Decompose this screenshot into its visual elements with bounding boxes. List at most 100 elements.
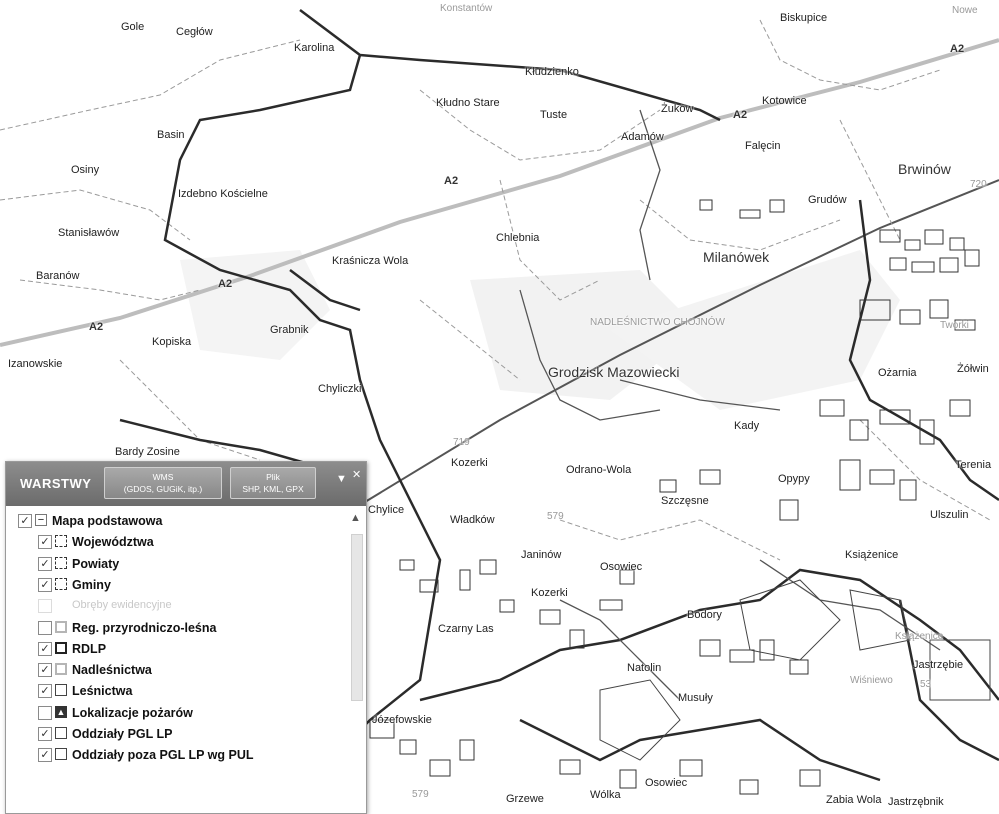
place-label: Żółwin <box>957 363 989 375</box>
layer-checkbox[interactable]: ✓ <box>38 556 52 571</box>
place-label: Biskupice <box>780 12 828 24</box>
place-label: Baranów <box>36 270 80 282</box>
dashed-border-icon <box>55 535 67 548</box>
layer-checkbox[interactable] <box>38 620 52 635</box>
layers-panel[interactable]: WARSTWY WMS (GDOS, GUGiK, itp.) Plik SHP… <box>5 461 367 814</box>
place-label: 53 <box>920 679 932 690</box>
layer-row[interactable]: ✓ Powiaty <box>6 555 336 575</box>
layer-row[interactable]: Obręby ewidencyjne <box>6 597 336 617</box>
dashed-border-icon <box>55 556 67 569</box>
place-label: Jastrzębnik <box>888 796 944 808</box>
place-label: Ulszulin <box>930 509 969 521</box>
layer-checkbox[interactable]: ✓ <box>38 535 52 550</box>
close-icon[interactable]: ✕ <box>352 469 362 481</box>
fire-icon: ▲ <box>55 705 67 718</box>
place-label: Izanowskie <box>8 358 63 370</box>
place-label: Falęcin <box>745 140 781 152</box>
place-label: Nowe <box>952 5 978 16</box>
place-label: Grodzisk Mazowiecki <box>548 364 680 380</box>
place-label: Kotowice <box>762 95 807 107</box>
layer-label: Mapa podstawowa <box>52 514 163 528</box>
dashed-border-icon <box>55 577 67 590</box>
layer-row[interactable]: ✓ RDLP <box>6 640 336 660</box>
layer-list-scrollbar[interactable]: ▲ <box>348 512 364 812</box>
scroll-thumb[interactable] <box>351 534 363 701</box>
layer-checkbox[interactable]: ✓ <box>38 684 52 699</box>
add-wms-button-label: WMS <box>152 472 174 482</box>
place-label: Wiśniewo <box>850 675 893 686</box>
triangle-down-icon[interactable]: ▼ <box>336 473 347 485</box>
thin-border-icon <box>55 748 67 761</box>
place-label: Grabnik <box>270 324 309 336</box>
layer-row[interactable]: ✓ Województwa <box>6 533 336 553</box>
layer-label: Leśnictwa <box>72 684 133 699</box>
layer-checkbox[interactable] <box>38 705 52 720</box>
place-label: Chlebnia <box>496 232 540 244</box>
layer-checkbox[interactable]: ✓ <box>38 727 52 741</box>
add-wms-button[interactable]: WMS (GDOS, GUGiK, itp.) <box>104 467 222 499</box>
place-label: A2 <box>733 109 748 121</box>
scroll-up-icon[interactable]: ▲ <box>350 512 361 524</box>
place-label: 579 <box>412 789 429 800</box>
tree-collapse-icon[interactable]: − <box>35 514 47 526</box>
place-label: Książenice <box>895 631 944 642</box>
layer-checkbox[interactable]: ✓ <box>38 748 52 763</box>
place-label: Jastrzębie <box>913 659 964 671</box>
add-file-button[interactable]: Plik SHP, KML, GPX <box>230 467 316 499</box>
layer-row[interactable]: ✓−Mapa podstawowa <box>6 512 336 532</box>
place-label: Wólka <box>590 789 621 801</box>
place-label: Józefowskie <box>372 714 432 726</box>
place-label: Zabia Wola <box>826 794 882 806</box>
place-label: Żuków <box>661 103 694 115</box>
place-label: Kopiska <box>152 336 192 348</box>
thin-border-icon <box>55 684 67 697</box>
place-label: Bodory <box>687 609 722 621</box>
place-label: Władków <box>450 514 495 526</box>
add-file-button-sublabel: SHP, KML, GPX <box>242 484 304 494</box>
layer-label: Województwa <box>72 535 154 550</box>
place-label: 579 <box>547 511 564 522</box>
place-label: A2 <box>950 43 965 55</box>
place-label: Kady <box>734 420 760 432</box>
place-label: Bardy Zosine <box>115 446 180 458</box>
place-label: Osiny <box>71 164 100 176</box>
layer-checkbox[interactable]: ✓ <box>38 641 52 656</box>
layer-checkbox[interactable] <box>38 599 52 614</box>
thin-border-icon <box>55 727 67 739</box>
thick-border-icon <box>55 641 67 654</box>
place-label: Izdebno Kościelne <box>178 188 268 200</box>
layer-checkbox[interactable]: ✓ <box>18 514 32 528</box>
layer-checkbox[interactable]: ✓ <box>38 577 52 592</box>
place-label: Kozerki <box>451 457 488 469</box>
place-label: Natolin <box>627 662 662 674</box>
empty-symbol-icon <box>55 599 67 611</box>
place-label: Brwinów <box>898 161 951 177</box>
place-label: Kraśnicza Wola <box>332 255 409 267</box>
layer-row[interactable]: Reg. przyrodniczo-leśna <box>6 619 336 639</box>
layer-checkbox[interactable]: ✓ <box>38 663 52 678</box>
place-label: Kłudzienko <box>525 66 579 78</box>
place-label: Grzewe <box>506 793 544 805</box>
layer-row[interactable]: ✓Gminy <box>6 576 336 596</box>
layer-label: Powiaty <box>72 556 120 571</box>
place-label: 719 <box>453 437 470 448</box>
place-label: Osowiec <box>645 777 688 789</box>
layer-label: Lokalizacje pożarów <box>72 705 193 720</box>
place-label: Cegłów <box>176 26 213 38</box>
place-label: Czarny Las <box>438 623 494 635</box>
place-label: Kozerki <box>531 587 568 599</box>
place-label: NADLEŚNICTWO CHOJNÓW <box>590 317 725 328</box>
layer-row[interactable]: ✓ Nadleśnictwa <box>6 661 336 681</box>
layer-row[interactable]: ✓Oddziały poza PGL LP wg PUL <box>6 746 336 766</box>
grey-border-icon <box>55 620 67 633</box>
layer-row[interactable]: ▲ Lokalizacje pożarów <box>6 704 336 724</box>
grey-border-icon <box>55 663 67 676</box>
layer-label: RDLP <box>72 641 107 656</box>
place-label: Konstantów <box>440 3 493 14</box>
place-label: Gole <box>121 21 145 33</box>
layer-row[interactable]: ✓ Leśnictwa <box>6 682 336 702</box>
layer-row[interactable]: ✓Oddziały PGL LP <box>6 725 336 745</box>
layer-label: Nadleśnictwa <box>72 663 152 678</box>
place-label: Chyliczki <box>318 383 362 395</box>
place-label: Osowiec <box>600 561 643 573</box>
